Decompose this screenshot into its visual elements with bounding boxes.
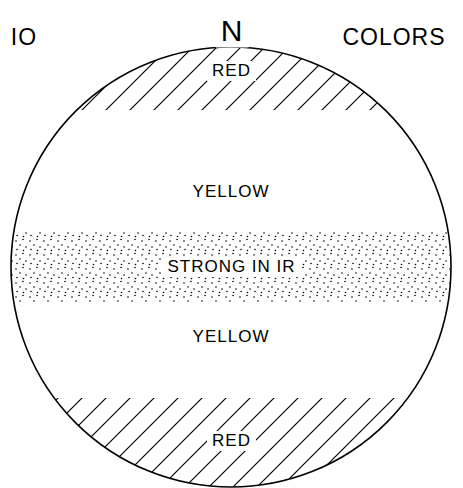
band-label: RED	[207, 61, 256, 82]
band-label: STRONG IN IR	[162, 257, 300, 278]
color-band: STRONG IN IR	[0, 232, 463, 302]
color-band: RED	[0, 418, 463, 464]
band-label: RED	[207, 431, 256, 452]
title-word: IO	[6, 24, 42, 51]
region-label: YELLOW	[188, 327, 275, 348]
title-word: COLORS	[337, 24, 450, 51]
north-marker: N	[216, 13, 249, 48]
equator-stipple	[0, 232, 463, 302]
region-label: YELLOW	[188, 182, 275, 203]
color-band: RED	[0, 46, 463, 96]
disk-outline	[11, 47, 451, 487]
south-hatch	[0, 398, 463, 488]
